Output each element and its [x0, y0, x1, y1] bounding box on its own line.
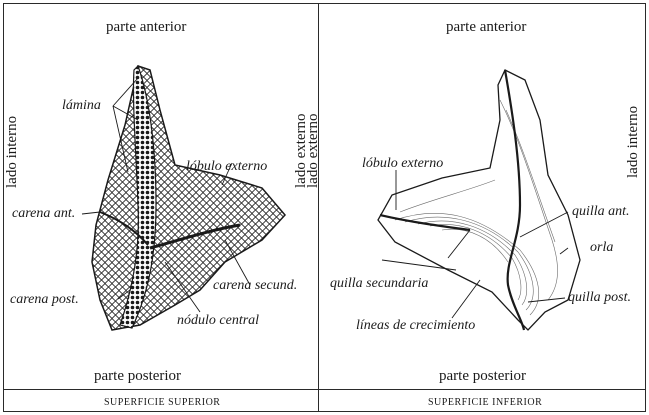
- leaders-right: [382, 170, 568, 318]
- right-top-label: parte anterior: [446, 20, 526, 35]
- left-caption: SUPERFICIE SUPERIOR: [104, 397, 220, 408]
- label-lobulo-externo-left: lóbulo externo: [186, 160, 267, 174]
- secondary-keel-right: [380, 215, 470, 230]
- right-bottom-label: parte posterior: [439, 369, 526, 384]
- right-side-label-internal: lado interno: [626, 106, 641, 178]
- label-nodulo-central: nódulo central: [177, 314, 259, 328]
- label-lobulo-externo-right: lóbulo externo: [362, 157, 443, 171]
- keel-right: [505, 70, 524, 330]
- label-quilla-secundaria: quilla secundaria: [330, 277, 428, 291]
- label-quilla-post: quilla post.: [568, 291, 631, 305]
- label-lineas-de-crecimiento: líneas de crecimiento: [356, 319, 475, 333]
- left-bottom-label: parte posterior: [94, 369, 181, 384]
- left-top-label: parte anterior: [106, 20, 186, 35]
- label-lamina: lámina: [62, 99, 101, 113]
- label-quilla-ant: quilla ant.: [572, 205, 630, 219]
- label-carena-post: carena post.: [10, 293, 79, 307]
- right-side-label-external: lado externo: [306, 113, 321, 188]
- label-orla: orla: [590, 241, 613, 255]
- right-caption: SUPERFICIE INFERIOR: [428, 397, 542, 408]
- lower-surface-drawing: [378, 70, 580, 330]
- label-carena-secund: carena secund.: [213, 279, 297, 293]
- label-carena-ant: carena ant.: [12, 207, 75, 221]
- left-side-label-internal: lado interno: [5, 116, 20, 188]
- platform-outline-right: [378, 70, 580, 330]
